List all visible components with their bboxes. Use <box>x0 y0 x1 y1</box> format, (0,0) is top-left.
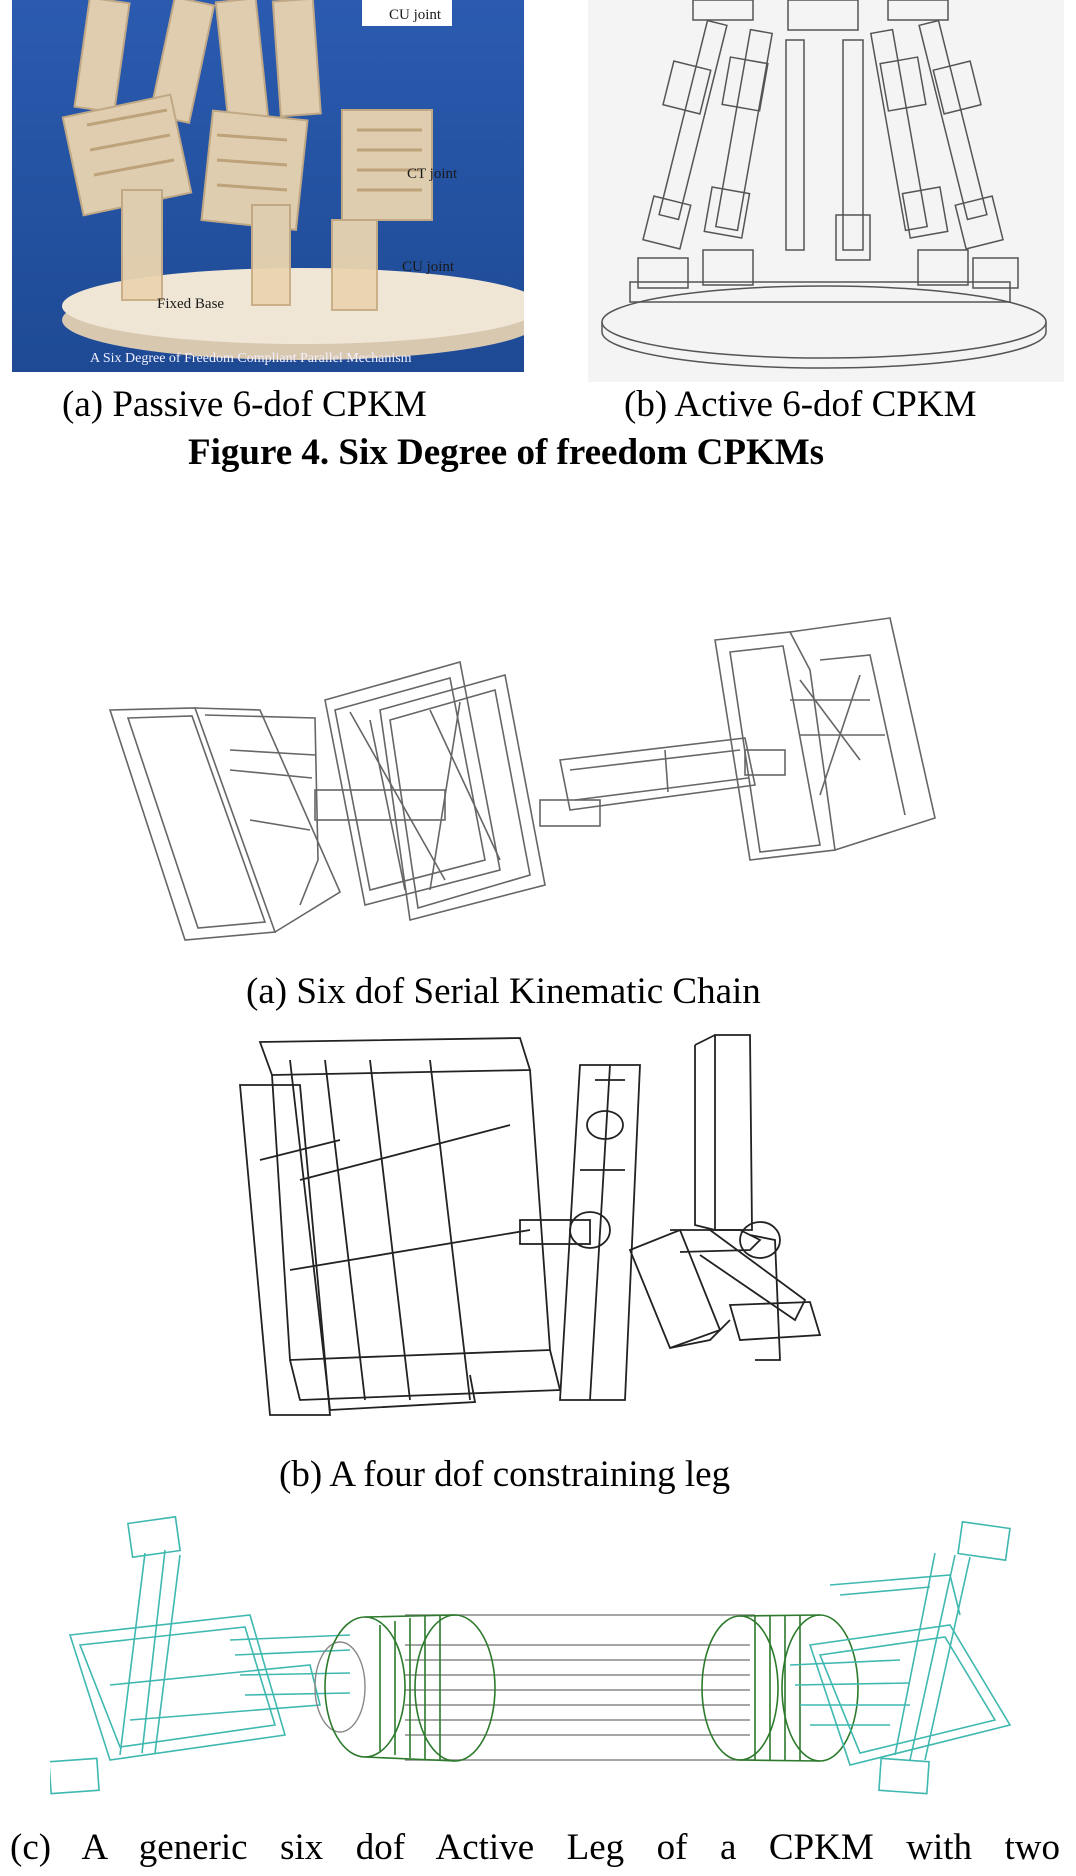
fixed-base-label: Fixed Base <box>157 296 224 312</box>
figure4-title: Figure 4. Six Degree of freedom CPKMs <box>188 432 825 473</box>
cu-joint-top-label: CU joint <box>389 7 442 23</box>
constraining-leg-drawing <box>239 1034 822 1416</box>
figure5-caption-c: (c) A generic six dof Active Leg of a CP… <box>10 1827 1060 1868</box>
figure5-caption-b: (b) A four dof constraining leg <box>279 1454 731 1495</box>
cu-joint-bottom-label: CU joint <box>402 259 455 275</box>
photo-caption: A Six Degree of Freedom Compliant Parall… <box>90 351 412 366</box>
figure5-caption-a: (a) Six dof Serial Kinematic Chain <box>246 971 761 1012</box>
serial-chain-drawing <box>108 617 936 941</box>
ct-joint-label: CT joint <box>407 166 458 182</box>
figure4-caption-a: (a) Passive 6-dof CPKM <box>62 384 427 425</box>
passive-cpkm-photo: CU joint CT joint CU joint Fixed Base A … <box>12 0 524 372</box>
active-cpkm-drawing <box>588 0 1064 382</box>
figure4-caption-b: (b) Active 6-dof CPKM <box>624 384 977 425</box>
active-leg-drawing <box>50 1515 1012 1795</box>
